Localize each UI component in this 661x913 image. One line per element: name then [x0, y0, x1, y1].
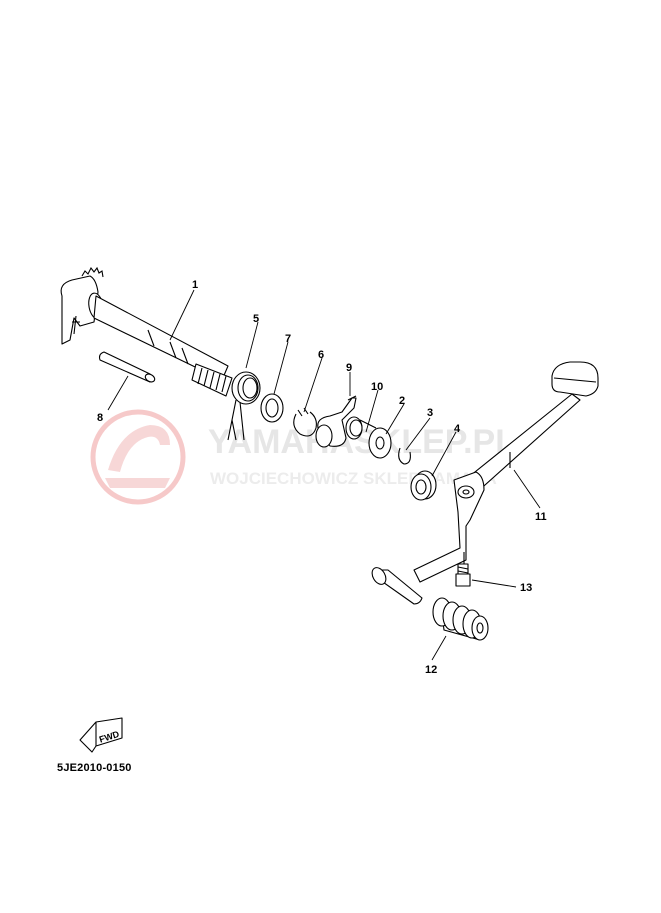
kick-ratchet: [315, 395, 357, 448]
kick-rubber: [432, 597, 489, 641]
callout-5: 5: [253, 313, 259, 325]
leader-lines: [107, 289, 541, 661]
kick-shaft: [60, 266, 233, 397]
callout-4: 4: [454, 423, 461, 435]
pin: [98, 351, 156, 383]
callout-11: 11: [535, 511, 547, 523]
bushing: [410, 470, 437, 501]
fwd-arrow-icon: FWD: [79, 717, 123, 753]
washer-2: [368, 427, 392, 459]
watermark-logo: [90, 409, 186, 505]
torsion-spring: [227, 371, 261, 441]
washer-7: [260, 393, 284, 423]
spring-10: [345, 416, 377, 440]
watermark-subtitle: WOJCIECHOWICZ SKLEP YAMAHA: [210, 469, 497, 488]
callout-6: 6: [318, 349, 324, 361]
callout-10: 10: [371, 381, 383, 393]
callouts: 1 2 3 4 5 6 7 8 9 10 11 12 13: [97, 279, 547, 676]
circlip-3: [398, 447, 411, 465]
crank-foot-shaft: [371, 567, 423, 605]
callout-12: 12: [425, 664, 437, 676]
callout-1: 1: [192, 279, 198, 291]
diagram-code: 5JE2010-0150: [57, 762, 132, 774]
bolt: [455, 563, 471, 587]
watermark: YAMAHASKLEP.PL WOJCIECHOWICZ SKLEP YAMAH…: [90, 409, 516, 505]
callout-9: 9: [346, 362, 352, 374]
callout-3: 3: [427, 407, 433, 419]
callout-13: 13: [520, 582, 532, 594]
callout-7: 7: [285, 333, 291, 345]
kick-crank: [413, 361, 599, 583]
callout-8: 8: [97, 412, 103, 424]
callout-2: 2: [399, 395, 405, 407]
